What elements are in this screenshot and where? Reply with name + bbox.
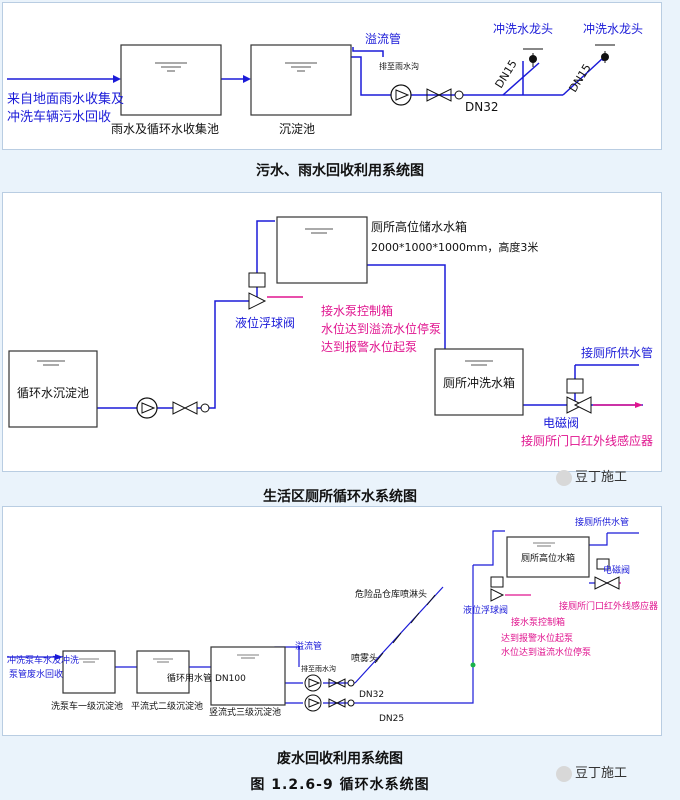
source-label: 来自地面雨水收集及	[7, 91, 124, 107]
pipe-size-label: DN32	[465, 100, 499, 114]
faucet-icon	[595, 44, 615, 63]
wechat-icon	[556, 765, 572, 782]
pump-control-label: 接水泵控制箱	[321, 303, 393, 318]
solenoid-valve-icon	[594, 558, 620, 590]
rainwater-diagram: 来自地面雨水收集及 冲洗车辆污水回收 雨水及循环水收集池 沉淀池 溢流管 排至雨…	[7, 21, 643, 136]
pump-control-label: 达到报警水位起泵	[321, 339, 417, 354]
drain-label: 排至雨水沟	[301, 664, 336, 673]
float-valve-icon	[248, 272, 267, 310]
tank-label: 厕所冲洗水箱	[443, 375, 515, 390]
pump-control-label: 水位达到溢流水位停泵	[501, 646, 591, 658]
inflow-label: 泵管废水回收	[9, 668, 63, 680]
pipe-size-label: DN100	[215, 674, 246, 684]
overflow-label: 溢流管	[295, 640, 322, 652]
solenoid-label: 电磁阀	[603, 564, 630, 576]
wastewater-diagram: 冲洗泵车水及冲洗 泵管废水回收 洗泵车一级沉淀池 平流式二级沉淀池 竖流式三级沉…	[7, 516, 658, 724]
inflow-label: 冲洗泵车水及冲洗	[7, 654, 79, 666]
float-valve-icon	[490, 576, 505, 602]
faucet-icon	[523, 48, 543, 67]
source-label: 冲洗车辆污水回收	[7, 109, 111, 125]
tank-label: 厕所高位储水水箱	[371, 219, 467, 234]
tank-label: 雨水及循环水收集池	[111, 121, 219, 136]
pipe-size-label: DN15	[493, 58, 520, 91]
pump-control-label: 接水泵控制箱	[511, 616, 565, 628]
supply-label: 接厕所供水管	[575, 516, 629, 528]
rainwater-diagram-panel: 来自地面雨水收集及 冲洗车辆污水回收 雨水及循环水收集池 沉淀池 溢流管 排至雨…	[2, 2, 662, 150]
mist-label: 喷雾头	[351, 653, 378, 664]
faucet-label: 冲洗水龙头	[493, 21, 553, 36]
solenoid-label: 电磁阀	[543, 415, 579, 430]
warehouse-label: 危险品仓库喷淋头	[355, 588, 427, 600]
watermark: 豆丁施工	[556, 466, 627, 486]
wechat-icon	[556, 469, 572, 486]
figure-caption: 图 1.2.6-9 循环水系统图	[250, 777, 430, 793]
pipe-size-label: DN25	[379, 714, 404, 724]
supply-label: 接厕所供水管	[581, 345, 653, 360]
tank-label: 厕所高位水箱	[521, 552, 575, 564]
toilet-diagram: 厕所高位储水水箱 2000*1000*1000mm，高度3米 液位浮球阀 接水泵…	[8, 216, 653, 448]
pump-control-label: 达到报警水位起泵	[501, 632, 573, 644]
sensor-label: 接厕所门口红外线感应器	[521, 433, 653, 448]
overflow-label: 溢流管	[365, 31, 401, 46]
pipe-size-label: DN15	[567, 62, 594, 95]
float-valve-label: 液位浮球阀	[235, 315, 295, 330]
tank-size-label: 2000*1000*1000mm，高度3米	[371, 240, 538, 254]
drain-label: 排至雨水沟	[379, 61, 419, 71]
wastewater-diagram-panel: 冲洗泵车水及冲洗 泵管废水回收 洗泵车一级沉淀池 平流式二级沉淀池 竖流式三级沉…	[2, 506, 662, 736]
diagram-caption: 生活区厕所循环水系统图	[263, 489, 417, 505]
sprinkler-icon	[374, 594, 436, 664]
tank-label: 竖流式三级沉淀池	[209, 706, 281, 718]
valve-icon	[426, 88, 441, 102]
float-valve-label: 液位浮球阀	[463, 604, 508, 616]
valve-icon	[328, 698, 339, 708]
tank-label: 平流式二级沉淀池	[131, 700, 203, 712]
tank-label: 循环水沉淀池	[17, 386, 89, 400]
tank-label: 沉淀池	[279, 122, 315, 136]
toilet-diagram-panel: 厕所高位储水水箱 2000*1000*1000mm，高度3米 液位浮球阀 接水泵…	[2, 192, 662, 472]
tank-label: 洗泵车一级沉淀池	[51, 700, 123, 712]
pipe-label: 循环用水管	[167, 672, 212, 684]
valve-icon	[172, 401, 187, 415]
faucet-label: 冲洗水龙头	[583, 21, 643, 36]
pipe-size-label: DN32	[359, 690, 384, 700]
watermark: 豆丁施工	[556, 762, 627, 782]
diagram-caption: 污水、雨水回收利用系统图	[256, 163, 424, 179]
valve-icon	[328, 678, 339, 688]
pump-control-label: 水位达到溢流水位停泵	[321, 321, 441, 336]
solenoid-valve-icon	[566, 378, 592, 414]
sensor-label: 接厕所门口红外线感应器	[559, 600, 658, 612]
diagram-caption: 废水回收利用系统图	[277, 751, 403, 767]
